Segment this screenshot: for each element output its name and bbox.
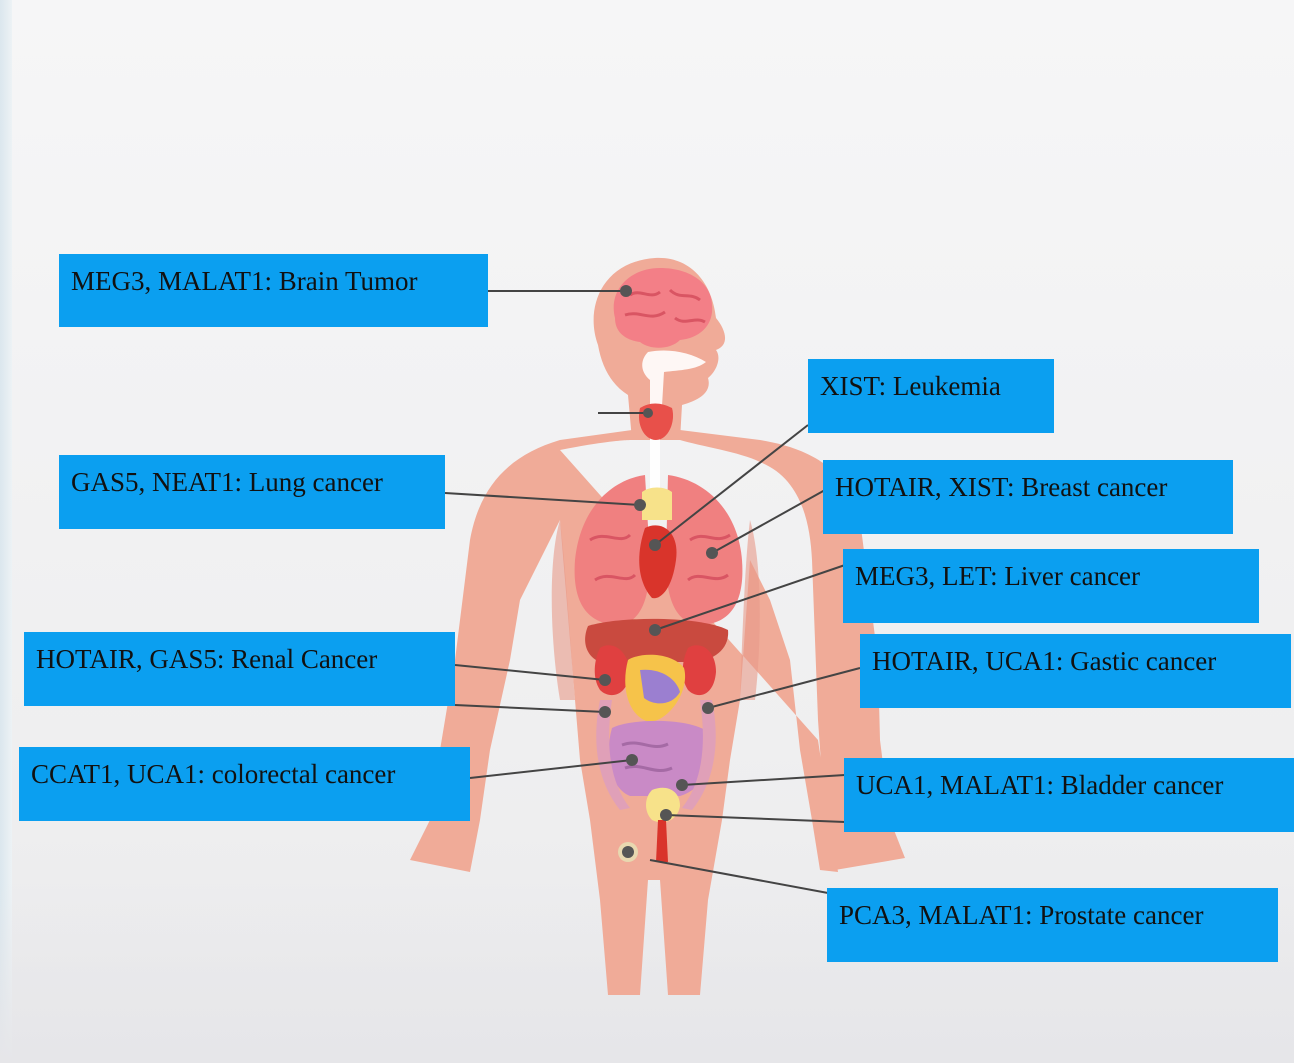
- label-breast-cancer: HOTAIR, XIST: Breast cancer: [823, 460, 1233, 534]
- label-prostate-cancer: PCA3, MALAT1: Prostate cancer: [827, 888, 1278, 962]
- label-lung-cancer: GAS5, NEAT1: Lung cancer: [59, 455, 445, 529]
- trachea-organ: [642, 488, 672, 521]
- label-gastric-cancer: HOTAIR, UCA1: Gastic cancer: [860, 634, 1291, 708]
- label-colorectal-cancer: CCAT1, UCA1: colorectal cancer: [19, 747, 470, 821]
- label-bladder-cancer: UCA1, MALAT1: Bladder cancer: [844, 758, 1294, 832]
- label-leukemia: XIST: Leukemia: [808, 359, 1054, 433]
- label-liver-cancer: MEG3, LET: Liver cancer: [843, 549, 1259, 623]
- label-brain-tumor: MEG3, MALAT1: Brain Tumor: [59, 254, 488, 327]
- label-renal-cancer: HOTAIR, GAS5: Renal Cancer: [24, 632, 455, 706]
